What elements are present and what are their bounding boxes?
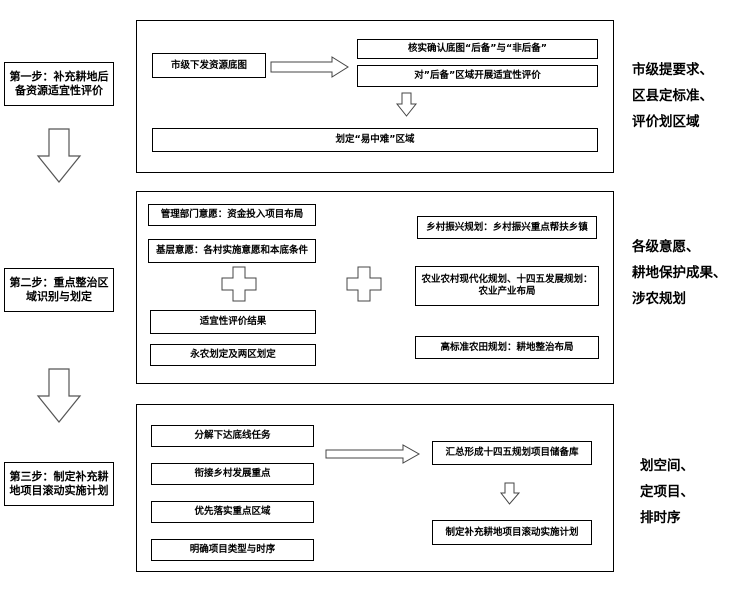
step1-box-zone-delineation: 划定“易中难”区域 [152,128,598,152]
step2-box-grassroots-will: 基层意愿：各村实施意愿和本底条件 [148,239,316,263]
step1-box-verify-basemap: 核实确认底图“后备”与“非后备” [357,39,598,59]
step3-side-note: 划空间、 定项目、 排时序 [640,458,694,526]
step3-label: 第三步：制定补充耕地项目滚动实施计划 [4,462,114,506]
step2-side-note: 各级意愿、 耕地保护成果、 涉农规划 [632,239,727,307]
step1-label: 第一步：补充耕地后备资源适宜性评价 [4,62,114,106]
step1-side-note: 市级提要求、 区县定标准、 评价划区域 [632,62,713,130]
step2-box-permanent-farmland: 永农划定及两区划定 [150,344,316,366]
step-down-arrow-1 [36,128,82,183]
step-down-arrow-2 [36,368,82,423]
step2-box-suitability-result: 适宜性评价结果 [150,310,316,334]
step2-box-high-standard-farmland: 高标准农田规划：耕地整治布局 [415,336,599,359]
step3-box-key-areas: 优先落实重点区域 [151,501,314,523]
step2-box-rural-revitalization: 乡村振兴规划：乡村振兴重点帮扶乡镇 [417,216,597,239]
step3-box-decompose-tasks: 分解下达底线任务 [151,425,314,447]
right-arrow-icon [325,444,421,464]
step3-box-project-reserve: 汇总形成十四五规划项目储备库 [432,441,592,465]
step3-box-rural-priorities: 衔接乡村发展重点 [151,463,314,485]
down-arrow-icon [395,92,418,117]
step1-box-resource-basemap: 市级下发资源底图 [152,53,266,78]
plus-icon [221,266,257,302]
step2-box-admin-will: 管理部门意愿：资金投入项目布局 [148,204,316,226]
step2-label: 第二步：重点整治区域识别与划定 [4,268,114,312]
step1-box-suitability-eval: 对”后备”区域开展适宜性评价 [357,65,598,87]
step3-box-rolling-plan: 制定补充耕地项目滚动实施计划 [432,520,592,545]
step2-box-agri-modernization: 农业农村现代化规划、十四五发展规划：农业产业布局 [415,266,599,306]
right-arrow-icon [270,56,349,78]
plus-icon [346,266,382,302]
down-arrow-icon [499,482,521,505]
step3-box-project-timing: 明确项目类型与时序 [151,539,314,561]
